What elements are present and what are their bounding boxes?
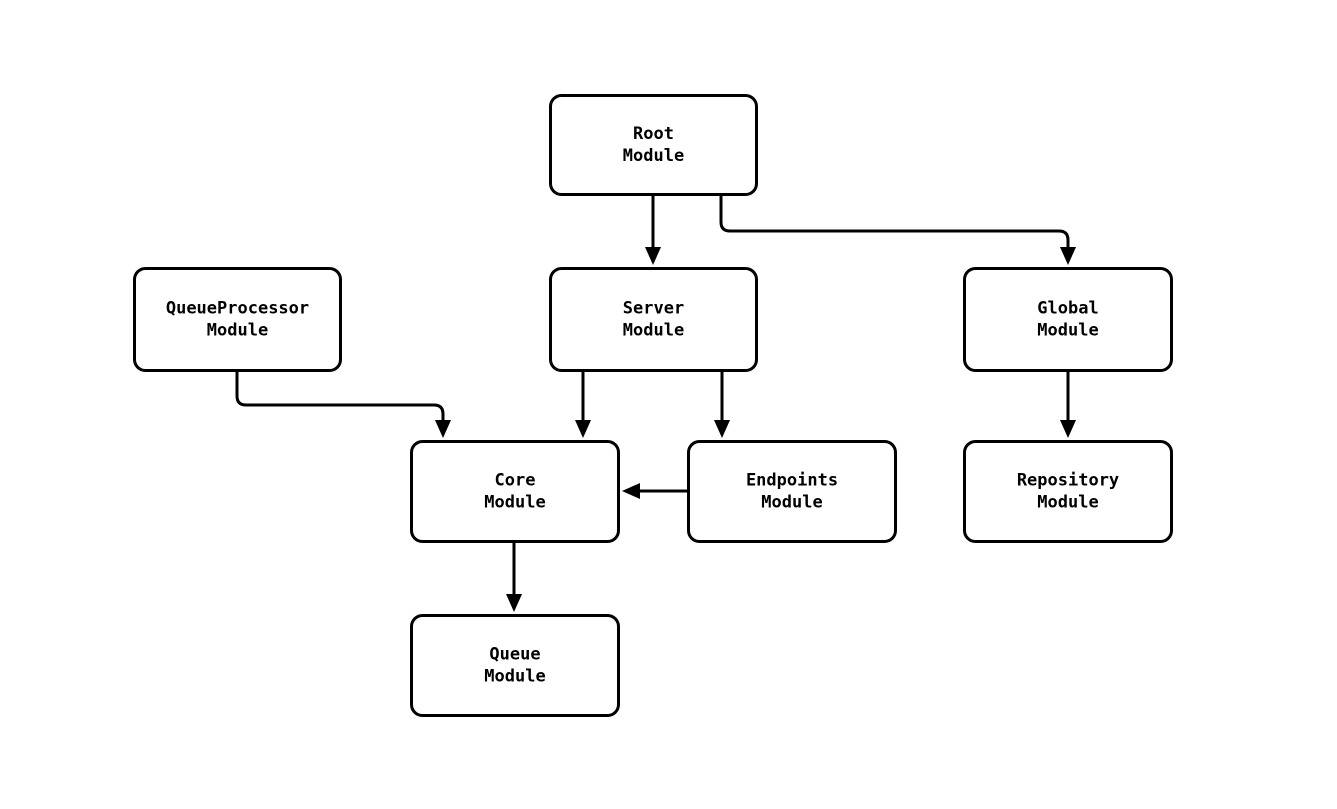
node-label-secondary: Module xyxy=(1037,493,1098,513)
node-label-secondary: Module xyxy=(623,146,684,166)
node-box[interactable] xyxy=(687,440,897,543)
node-label-secondary: Module xyxy=(761,493,822,513)
node-label-secondary: Module xyxy=(1037,321,1098,341)
arrow-head-icon xyxy=(645,247,661,265)
node-box[interactable] xyxy=(549,267,758,372)
node-label-secondary: Module xyxy=(484,667,545,687)
node-label-primary: Repository xyxy=(1017,471,1119,491)
arrow-head-icon xyxy=(1060,247,1076,265)
node-box[interactable] xyxy=(410,614,620,717)
edge-server-to-core xyxy=(575,372,591,438)
node-label-primary: Server xyxy=(623,299,684,319)
node-label-primary: QueueProcessor xyxy=(166,299,309,319)
node-label-secondary: Module xyxy=(484,493,545,513)
edges-layer xyxy=(235,196,1076,612)
edge-root-to-global xyxy=(719,196,1076,265)
edge-queueprocessor-to-core xyxy=(235,372,451,438)
edge-global-to-repository xyxy=(1060,372,1076,438)
arrow-head-icon xyxy=(714,420,730,438)
node-box[interactable] xyxy=(410,440,620,543)
edge-server-to-endpoints xyxy=(714,372,730,438)
nodes-layer: RootModuleQueueProcessorModuleServerModu… xyxy=(133,94,1173,717)
edge-line xyxy=(235,372,445,420)
arrow-head-icon xyxy=(435,420,451,438)
arrow-head-icon xyxy=(1060,420,1076,438)
edge-endpoints-to-core xyxy=(622,483,687,499)
node-box[interactable] xyxy=(963,440,1173,543)
node-label-secondary: Module xyxy=(207,321,268,341)
edge-root-to-server xyxy=(645,196,661,265)
edge-line xyxy=(719,196,1070,247)
arrow-head-icon xyxy=(622,483,640,499)
node-label-secondary: Module xyxy=(623,321,684,341)
arrow-head-icon xyxy=(506,594,522,612)
node-label-primary: Core xyxy=(495,471,536,491)
node-box[interactable] xyxy=(963,267,1173,372)
arrow-head-icon xyxy=(575,420,591,438)
edge-core-to-queue xyxy=(506,543,522,612)
node-label-primary: Endpoints xyxy=(746,471,838,491)
node-label-primary: Root xyxy=(633,124,674,144)
node-box[interactable] xyxy=(549,94,758,196)
node-box[interactable] xyxy=(133,267,342,372)
node-label-primary: Global xyxy=(1037,299,1098,319)
node-label-primary: Queue xyxy=(489,645,540,665)
